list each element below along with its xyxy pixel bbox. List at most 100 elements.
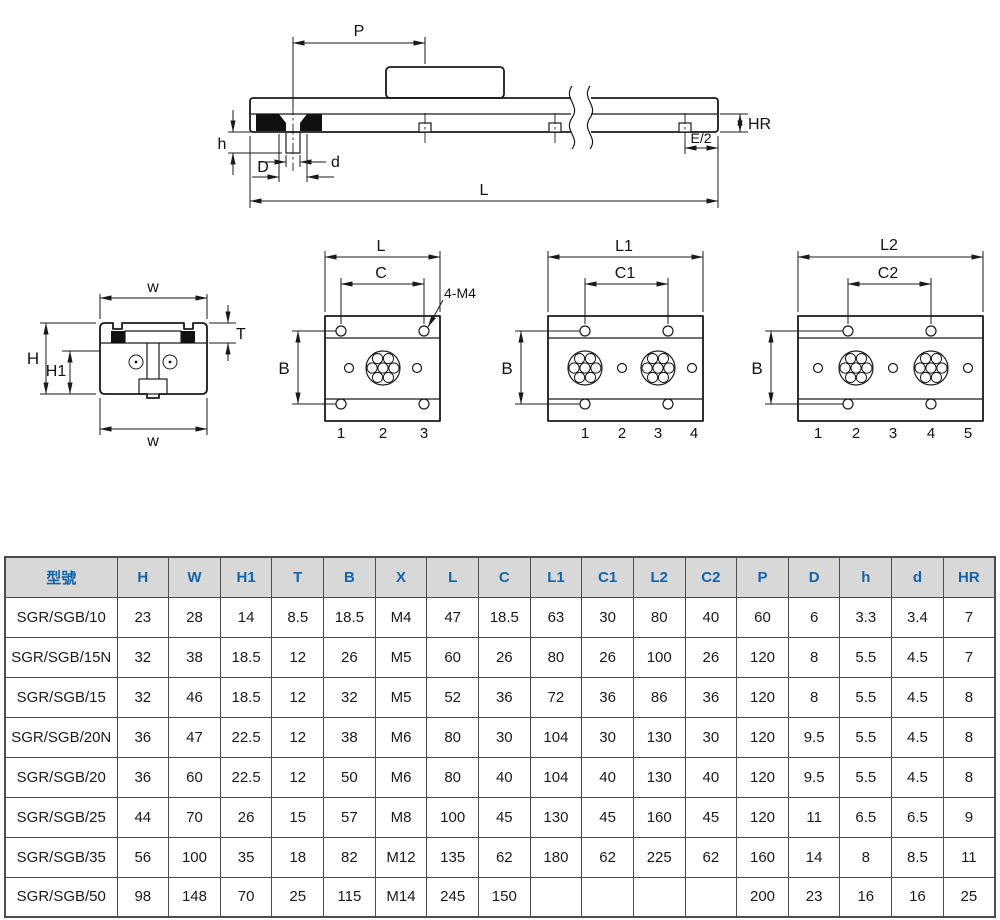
value-cell: 26 xyxy=(477,636,531,678)
cross-section-drawing: w H H1 T w xyxy=(27,279,246,450)
value-cell: 6.5 xyxy=(891,796,944,838)
value-cell: M6 xyxy=(374,756,428,798)
value-cell: 26 xyxy=(684,636,738,678)
position-number: 2 xyxy=(618,425,626,442)
value-cell: 18 xyxy=(271,836,325,878)
value-cell: 72 xyxy=(529,676,583,718)
value-cell: 5.5 xyxy=(839,716,893,758)
value-cell: 30 xyxy=(581,716,634,758)
value-cell: 130 xyxy=(632,756,686,798)
value-cell: 63 xyxy=(529,596,583,638)
model-cell: SGR/SGB/25 xyxy=(4,796,118,838)
value-cell: 8 xyxy=(787,636,841,678)
value-cell: 18.5 xyxy=(477,596,531,638)
value-cell: 130 xyxy=(632,716,686,758)
position-number: 2 xyxy=(379,425,387,442)
value-cell: 80 xyxy=(426,756,479,798)
hole-pattern-4-holes: L1 C1 B 1 2 3 4 xyxy=(501,238,704,442)
value-cell: 32 xyxy=(116,636,170,678)
value-cell: 40 xyxy=(684,756,738,798)
value-cell: 4.5 xyxy=(891,636,944,678)
dim-label-w-bottom: w xyxy=(146,433,159,450)
model-cell: SGR/SGB/35 xyxy=(4,836,118,878)
value-cell: 8.5 xyxy=(891,836,944,878)
value-cell: 150 xyxy=(477,876,531,918)
dim-label-c2: C2 xyxy=(878,265,899,282)
rail-top-outline xyxy=(547,315,704,422)
value-cell: 80 xyxy=(529,636,583,678)
position-number: 5 xyxy=(964,425,972,442)
ball-retainer xyxy=(838,350,874,386)
position-number: 2 xyxy=(852,425,860,442)
dim-label-d-small: d xyxy=(331,154,340,171)
value-cell: 36 xyxy=(581,676,634,718)
dim-label-l: L xyxy=(480,182,489,199)
value-cell: 30 xyxy=(684,716,738,758)
value-cell: 104 xyxy=(529,716,583,758)
position-number: 3 xyxy=(654,425,662,442)
value-cell: 180 xyxy=(529,836,583,878)
value-cell: 25 xyxy=(271,876,325,918)
value-cell: 70 xyxy=(168,796,221,838)
value-cell: 8 xyxy=(787,676,841,718)
col-header-L: L xyxy=(426,556,479,598)
value-cell: 57 xyxy=(323,796,376,838)
value-cell: M6 xyxy=(374,716,428,758)
rail-side-outline xyxy=(249,66,719,133)
value-cell: 38 xyxy=(168,636,221,678)
dim-label-e-half: E/2 xyxy=(690,130,711,146)
col-header-H: H xyxy=(116,556,170,598)
value-cell: 135 xyxy=(426,836,479,878)
value-cell: 120 xyxy=(736,716,789,758)
rail-top-outline xyxy=(797,315,984,422)
value-cell: 4.5 xyxy=(891,756,944,798)
value-cell: 11 xyxy=(942,836,996,878)
value-cell: 45 xyxy=(581,796,634,838)
value-cell: 120 xyxy=(736,796,789,838)
value-cell: 98 xyxy=(116,876,170,918)
value-cell: 9.5 xyxy=(787,716,841,758)
side-view-dimensions xyxy=(228,37,748,208)
value-cell xyxy=(632,876,686,918)
hole-pattern-3-holes: L C 4-M4 B 1 2 3 xyxy=(278,238,476,442)
value-cell: 22.5 xyxy=(219,716,273,758)
value-cell: 4.5 xyxy=(891,676,944,718)
col-header-H1: H1 xyxy=(219,556,273,598)
value-cell: 120 xyxy=(736,676,789,718)
value-cell: 40 xyxy=(477,756,531,798)
value-cell: 15 xyxy=(271,796,325,838)
value-cell: 62 xyxy=(684,836,738,878)
col-header-model: 型號 xyxy=(4,556,118,598)
dim-label-h-small: h xyxy=(218,136,227,153)
ball-retainer xyxy=(567,350,603,386)
value-cell: 100 xyxy=(632,636,686,678)
value-cell: 60 xyxy=(426,636,479,678)
dim-label-hr: HR xyxy=(748,116,771,133)
dim-label-l2: L2 xyxy=(880,237,898,254)
value-cell: 3.3 xyxy=(839,596,893,638)
col-header-C: C xyxy=(477,556,531,598)
value-cell: 14 xyxy=(219,596,273,638)
value-cell: 245 xyxy=(426,876,479,918)
value-cell: 5.5 xyxy=(839,756,893,798)
col-header-L1: L1 xyxy=(529,556,583,598)
dim-label-h-height: H xyxy=(27,349,39,368)
dim-label-l1: L1 xyxy=(615,238,633,255)
value-cell: 160 xyxy=(632,796,686,838)
value-cell: 45 xyxy=(684,796,738,838)
value-cell xyxy=(684,876,738,918)
hole-pattern-5-holes: L2 C2 B 1 2 3 4 5 xyxy=(751,237,984,442)
col-header-C2: C2 xyxy=(684,556,738,598)
value-cell: 38 xyxy=(323,716,376,758)
value-cell: 11 xyxy=(787,796,841,838)
value-cell: 36 xyxy=(684,676,738,718)
model-cell: SGR/SGB/15 xyxy=(4,676,118,718)
value-cell: 32 xyxy=(323,676,376,718)
dim-label-b5: B xyxy=(751,359,762,378)
